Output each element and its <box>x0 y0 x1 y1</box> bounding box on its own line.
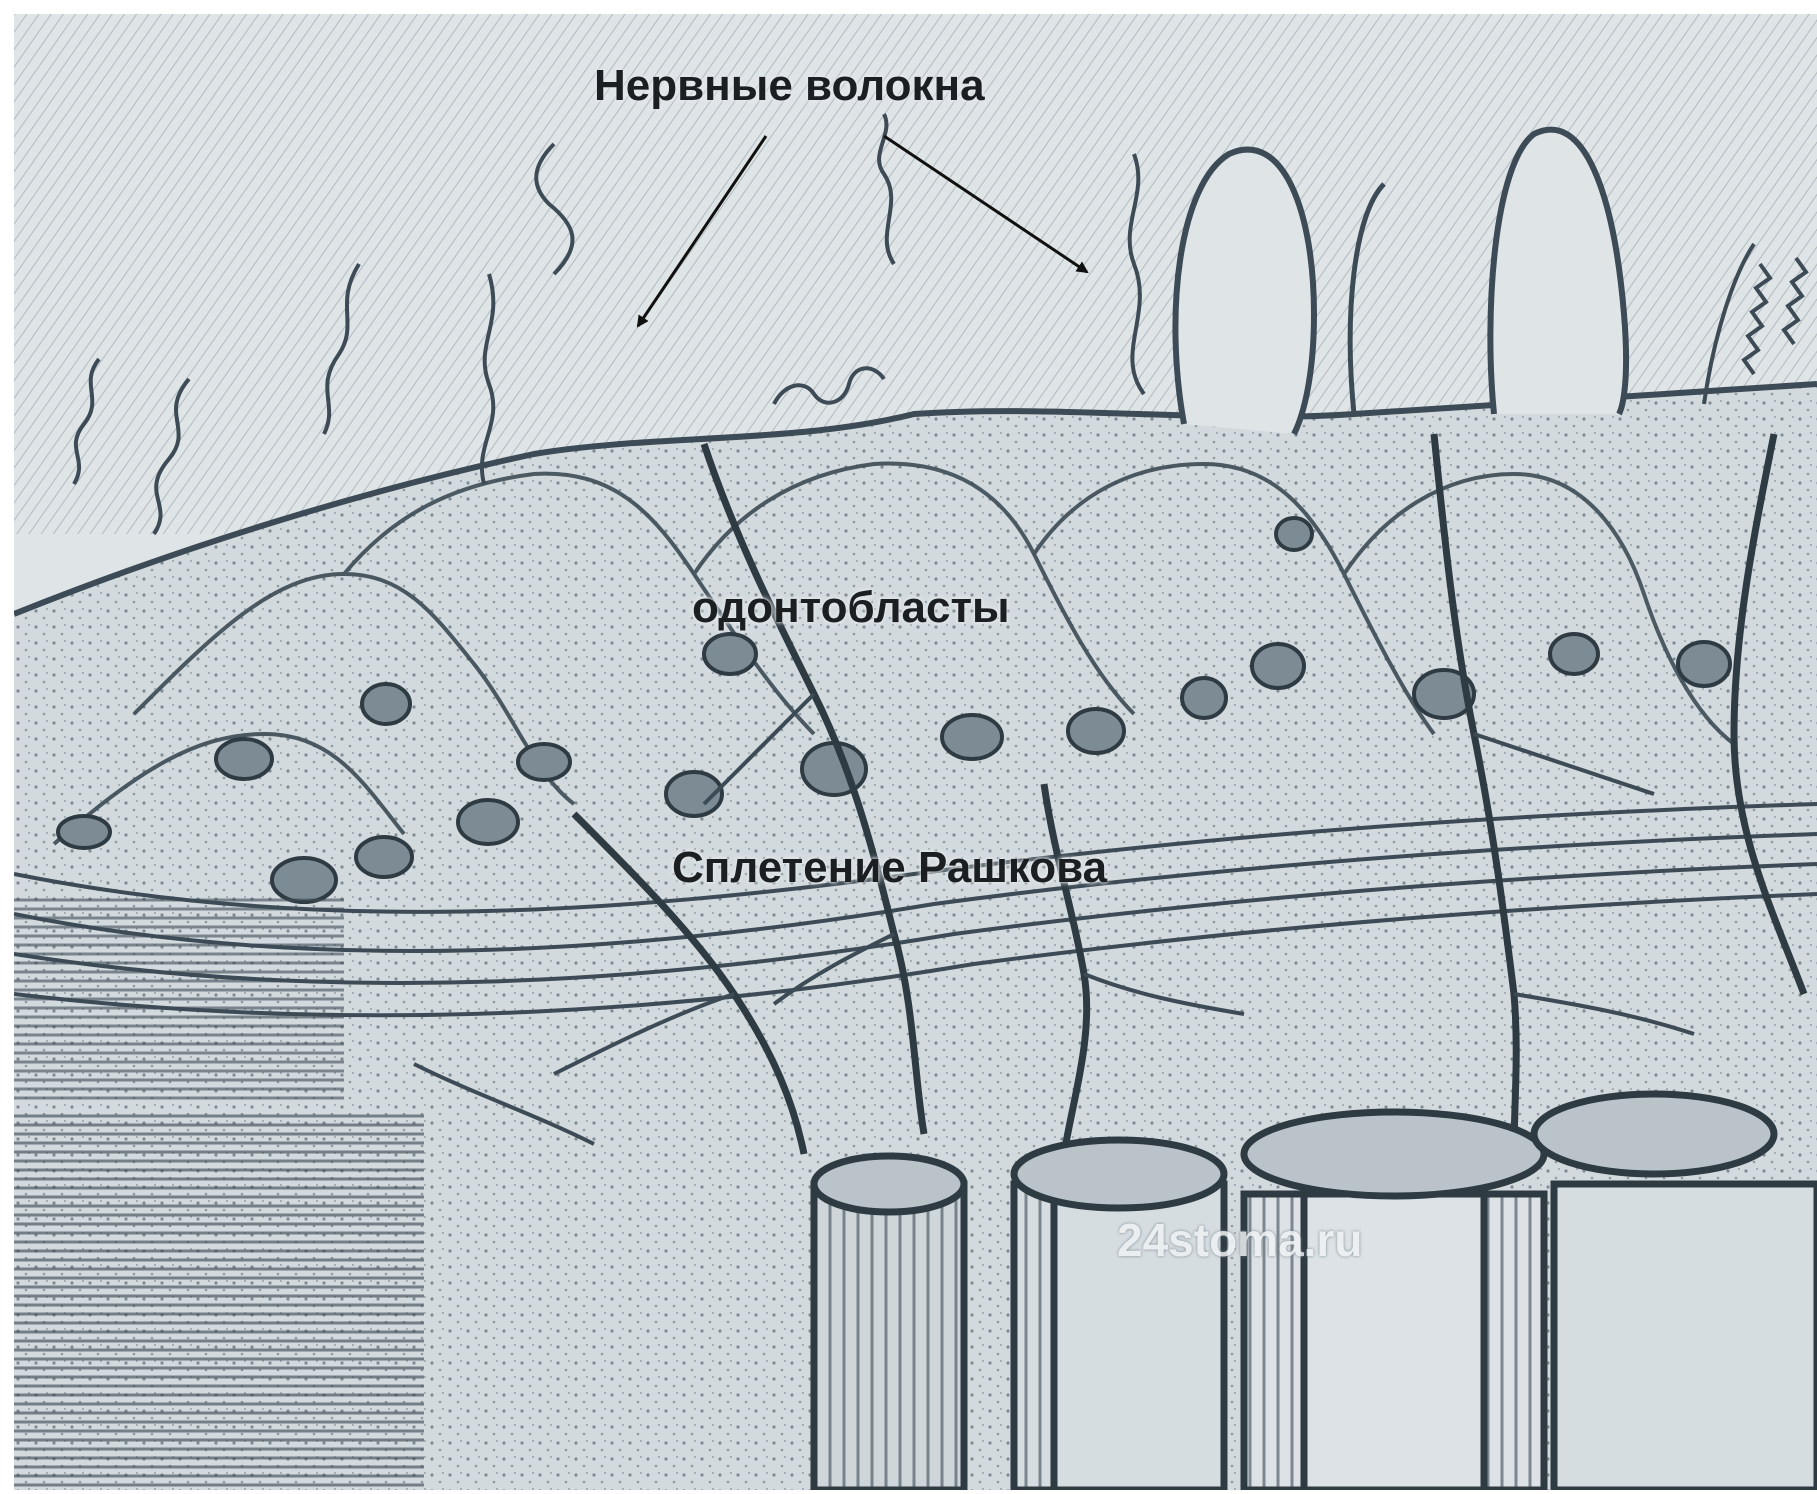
label-odontoblasts: одонтобласты <box>692 586 1010 630</box>
label-nerve-fibers: Нервные волокна <box>594 64 985 108</box>
watermark: 24stoma.ru <box>1117 1217 1362 1263</box>
histology-illustration: Нервные волокна одонтобласты Сплетение Р… <box>14 14 1817 1490</box>
illustration-drawing <box>14 14 1817 1490</box>
label-raschkow-plexus: Сплетение Рашкова <box>672 846 1107 890</box>
